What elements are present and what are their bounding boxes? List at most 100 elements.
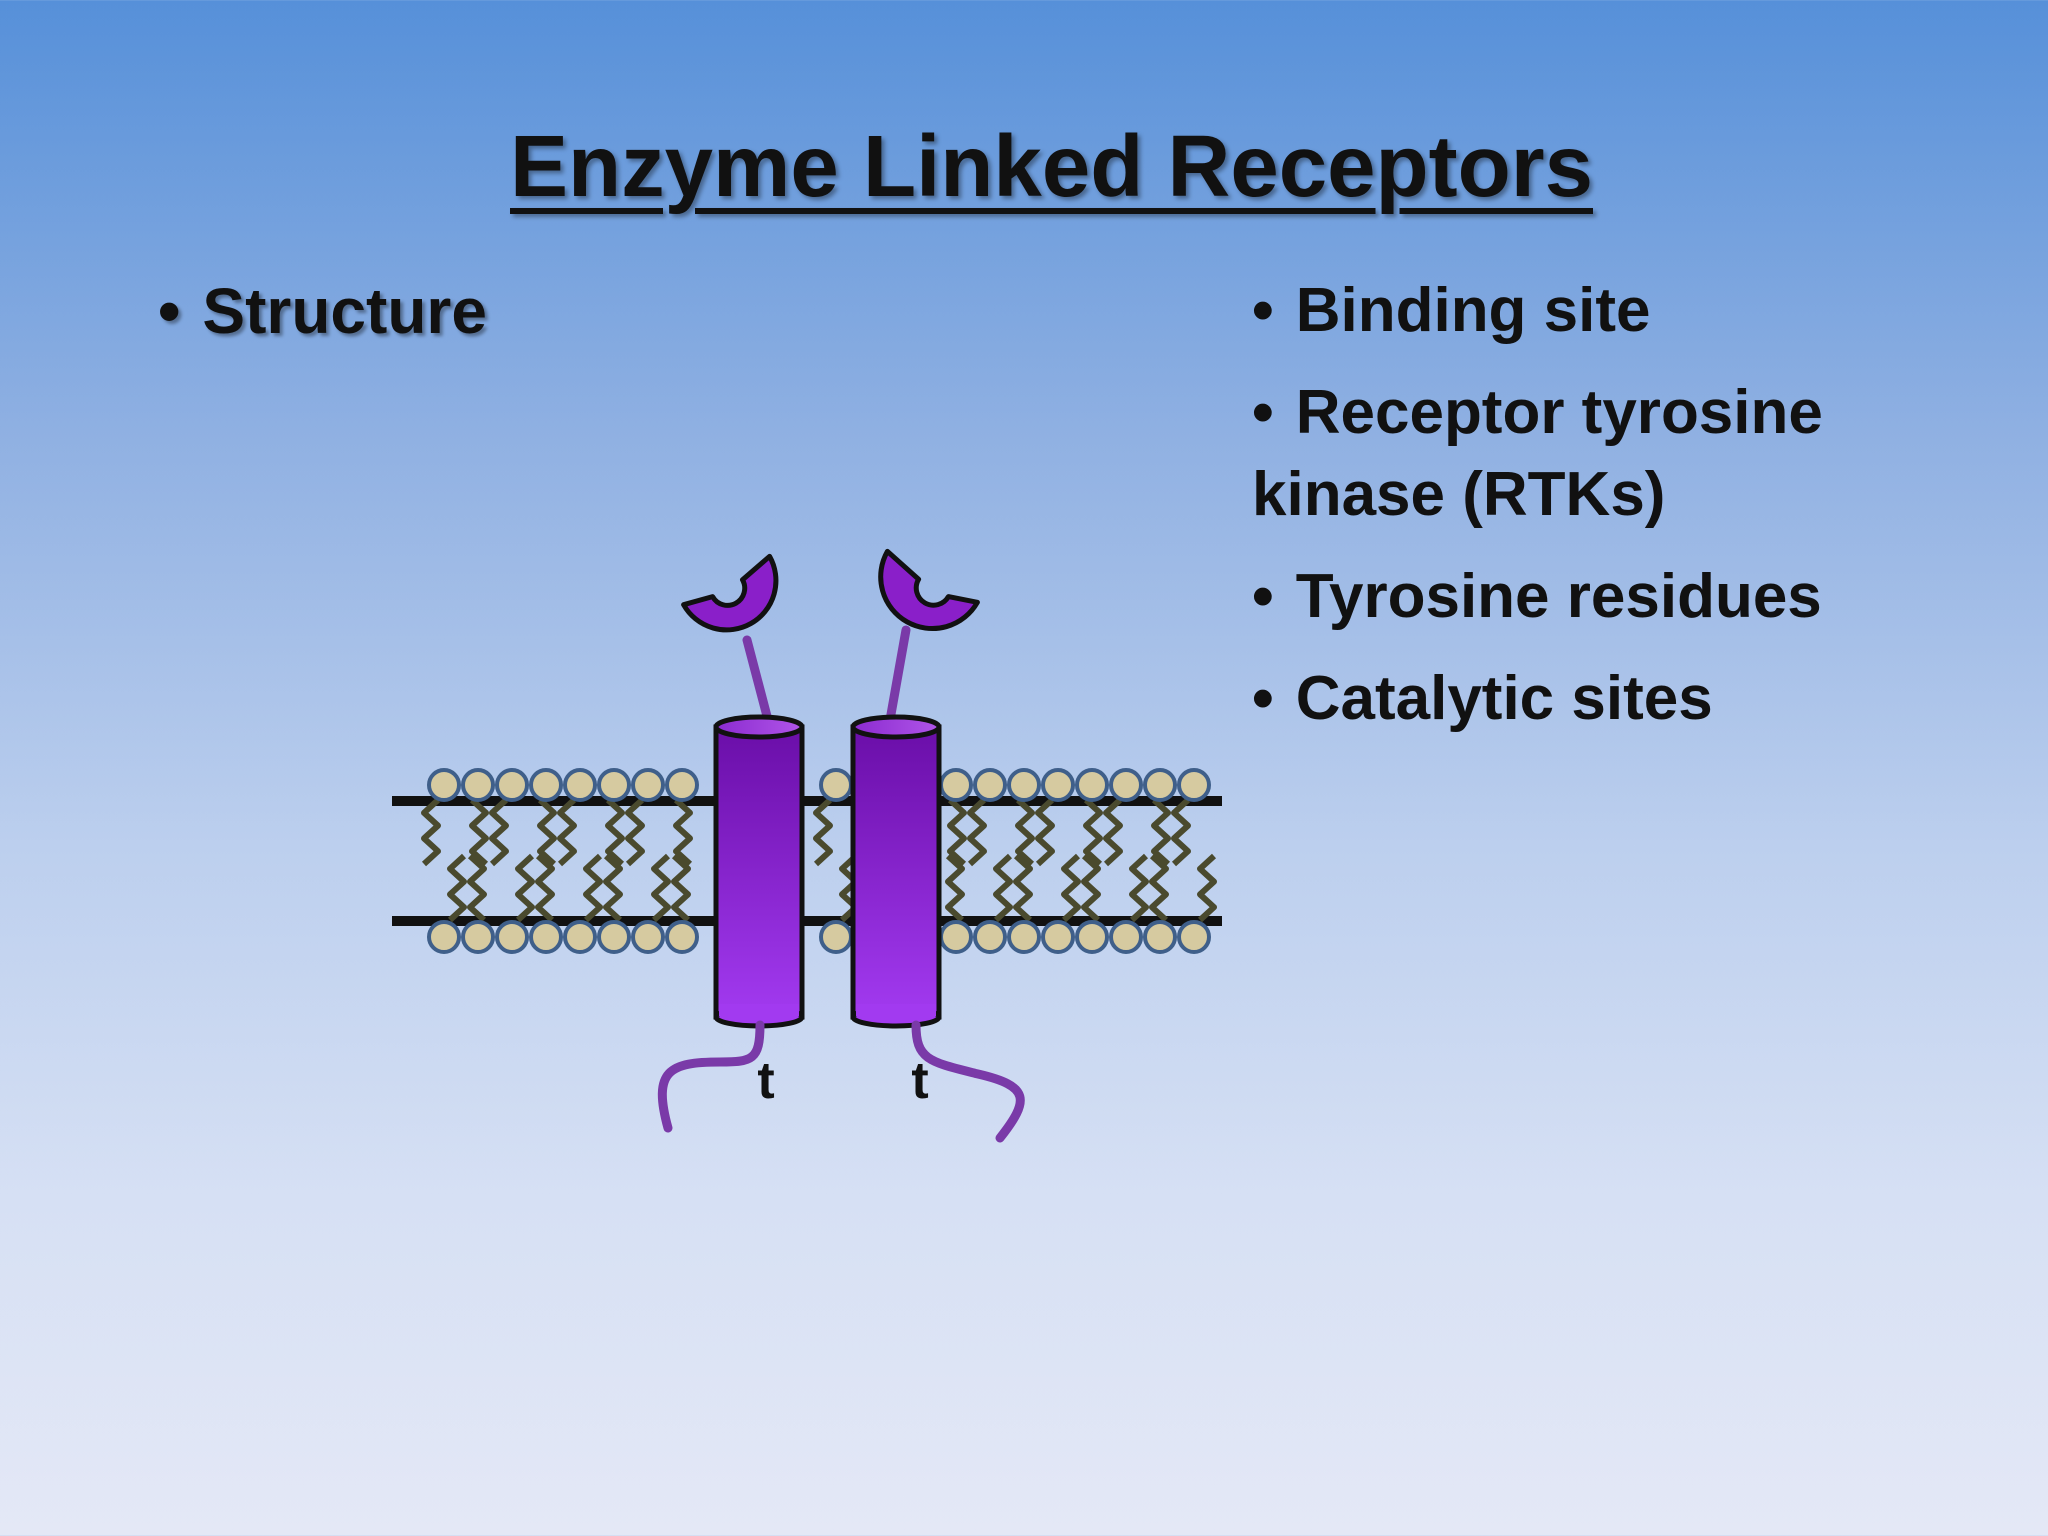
tether-right — [885, 625, 911, 725]
lipid-tails — [421, 797, 1217, 923]
bullet-marker: • — [1252, 562, 1274, 631]
lipid-tail — [537, 797, 557, 867]
bullet-text: Binding site — [1295, 276, 1651, 345]
lipid-head — [1109, 768, 1143, 802]
lipid-tail — [605, 797, 625, 867]
lipid-head — [1177, 768, 1211, 802]
lipid-tail — [1035, 797, 1055, 867]
binding-site-left — [681, 553, 779, 633]
bullet-marker: • — [1252, 378, 1274, 447]
slide-title: Enzyme Linked Receptors — [510, 118, 1593, 215]
receptor-cylinder-left — [713, 714, 805, 1029]
lipid-head — [597, 920, 631, 954]
receptor-cylinder-right — [850, 714, 942, 1029]
lipid-tail — [535, 853, 555, 923]
bullet-marker: • — [158, 275, 181, 347]
lipid-head — [1007, 768, 1041, 802]
lipid-head — [1041, 920, 1075, 954]
bullet-rtk: •Receptor tyrosine kinase (RTKs) — [1252, 372, 2032, 536]
lipid-head — [427, 920, 461, 954]
lipid-tail — [1061, 853, 1081, 923]
lipid-head — [1041, 768, 1075, 802]
intracellular-tails — [657, 1020, 1025, 1143]
lipid-tail — [947, 797, 967, 867]
lipid-tail — [671, 853, 691, 923]
tether-left — [742, 635, 773, 725]
bullet-text: Receptor tyrosine kinase (RTKs) — [1252, 378, 1823, 529]
lipid-tail — [1129, 853, 1149, 923]
lipid-head — [819, 920, 853, 954]
lipid-head — [1143, 920, 1177, 954]
lipid-tail — [651, 853, 671, 923]
lipid-tail — [967, 797, 987, 867]
lipid-tail — [467, 853, 487, 923]
lipid-head — [529, 920, 563, 954]
lipid-tail — [421, 797, 441, 867]
lipid-head — [665, 920, 699, 954]
bullet-text: Tyrosine residues — [1295, 562, 1822, 631]
membrane-bottom-line — [392, 916, 1222, 926]
lipid-tail — [557, 797, 577, 867]
feature-bullet-list: •Binding site •Receptor tyrosine kinase … — [1252, 270, 2032, 760]
lipid-head — [461, 768, 495, 802]
bullet-binding-site: • Binding site — [1252, 270, 2032, 352]
tyrosine-label-right: t — [911, 1052, 928, 1110]
lipid-tail — [583, 853, 603, 923]
lipid-head — [1075, 920, 1109, 954]
lipid-tail — [673, 797, 693, 867]
bullet-structure: • Structure — [158, 272, 487, 350]
lipid-tail — [515, 853, 535, 923]
bullet-catalytic-sites: •Catalytic sites — [1252, 658, 2032, 740]
tyrosine-label-left: t — [757, 1052, 774, 1110]
lipid-tail — [1013, 853, 1033, 923]
lipid-head — [631, 920, 665, 954]
lipid-head — [1075, 768, 1109, 802]
lipid-head — [1109, 920, 1143, 954]
lipid-head — [563, 768, 597, 802]
lipid-tail — [993, 853, 1013, 923]
bullet-marker: • — [1252, 276, 1274, 345]
lipid-tail — [1151, 797, 1171, 867]
receptor-diagram: t t — [392, 548, 1222, 1143]
lipid-head — [939, 768, 973, 802]
lipid-head — [1007, 920, 1041, 954]
lipid-head — [461, 920, 495, 954]
tail-left — [657, 1020, 765, 1133]
lipid-tail — [447, 853, 467, 923]
lipid-tail — [625, 797, 645, 867]
tail-right — [911, 1020, 1025, 1143]
lipid-tail — [1171, 797, 1191, 867]
lipid-head — [939, 920, 973, 954]
lipid-tail — [945, 853, 965, 923]
lipid-tail — [603, 853, 623, 923]
lipid-tail — [1103, 797, 1123, 867]
lipid-tail — [813, 797, 833, 867]
extracellular-tethers — [742, 625, 911, 725]
lipid-head — [631, 768, 665, 802]
lipid-head — [495, 920, 529, 954]
lipid-head — [1143, 768, 1177, 802]
lipid-tail — [1081, 853, 1101, 923]
bullet-text: Catalytic sites — [1295, 664, 1713, 733]
bullet-tyrosine-residues: • Tyrosine residues — [1252, 556, 2032, 638]
lipid-tail — [1015, 797, 1035, 867]
bullet-structure-text: Structure — [202, 275, 487, 347]
lipid-tail — [489, 797, 509, 867]
lipid-head — [563, 920, 597, 954]
binding-sites — [681, 548, 980, 633]
lipid-tail — [1197, 853, 1217, 923]
lipid-head — [529, 768, 563, 802]
lipid-head — [495, 768, 529, 802]
lipid-head — [665, 768, 699, 802]
lipid-head — [973, 920, 1007, 954]
lipid-tail — [1149, 853, 1169, 923]
lipid-heads — [427, 768, 1211, 954]
lipid-head — [427, 768, 461, 802]
membrane-top-line — [392, 796, 1222, 806]
transmembrane-domains — [713, 714, 942, 1029]
membrane-lines — [392, 796, 1222, 926]
lipid-tail — [469, 797, 489, 867]
lipid-head — [597, 768, 631, 802]
lipid-head — [819, 768, 853, 802]
binding-site-right — [878, 548, 980, 631]
